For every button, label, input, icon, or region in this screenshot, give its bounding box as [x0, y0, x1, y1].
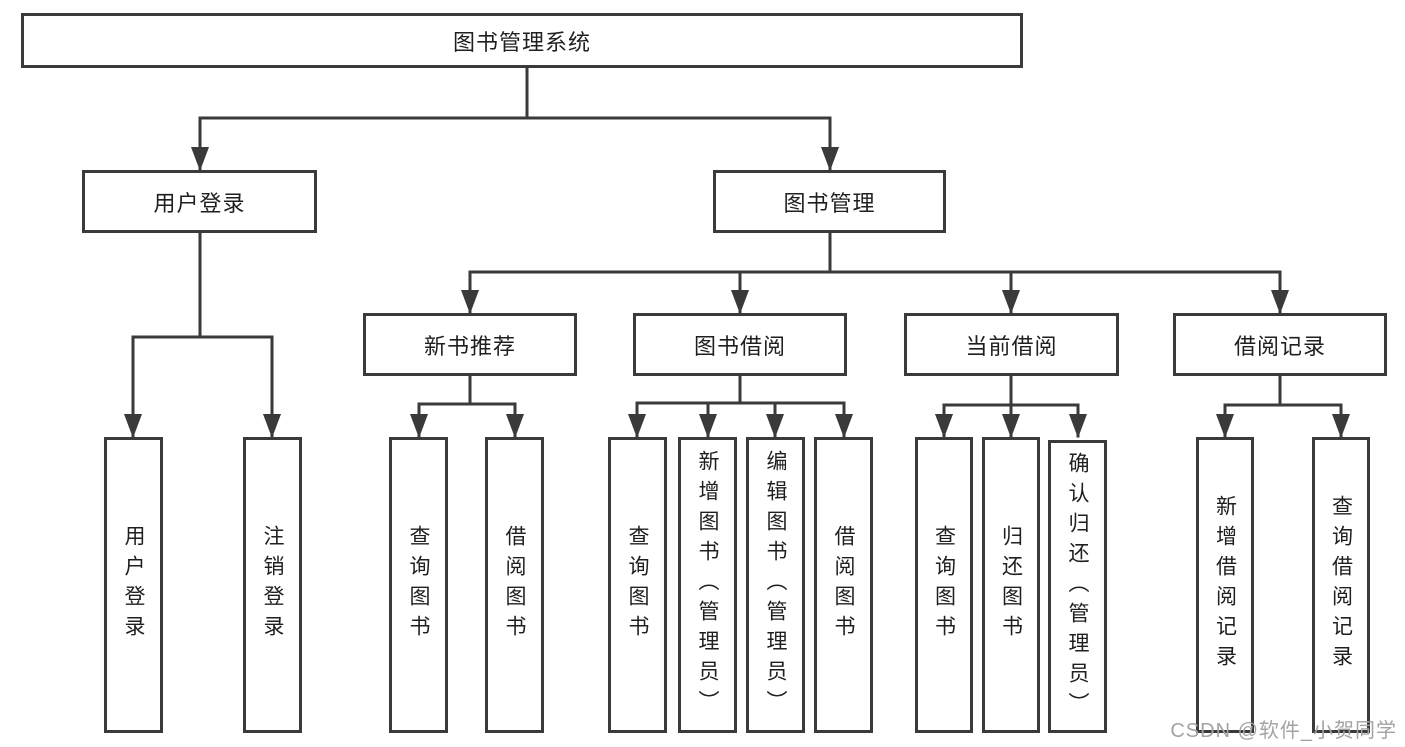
node-leaf-edit-books-admin: 编辑图书（管理员）: [746, 437, 805, 733]
node-leaf-borrow-books: 借阅图书: [814, 437, 873, 733]
node-leaf-add-borrow-record: 新增借阅记录: [1196, 437, 1254, 733]
node-library-management-system: 图书管理系统: [21, 13, 1023, 68]
node-user-login: 用户登录: [82, 170, 317, 233]
node-leaf-borrow-books-rec: 借阅图书: [485, 437, 544, 733]
node-leaf-add-books-admin: 新增图书（管理员）: [678, 437, 737, 733]
node-leaf-confirm-return-admin: 确认归还（管理员）: [1048, 440, 1107, 733]
node-leaf-logout: 注销登录: [243, 437, 302, 733]
node-leaf-return-books: 归还图书: [982, 437, 1040, 733]
node-leaf-query-books-rec: 查询图书: [389, 437, 448, 733]
node-borrowing-records: 借阅记录: [1173, 313, 1387, 376]
node-book-borrowing: 图书借阅: [633, 313, 847, 376]
node-new-book-recommendation: 新书推荐: [363, 313, 577, 376]
node-leaf-query-borrow-record: 查询借阅记录: [1312, 437, 1370, 733]
node-current-borrowing: 当前借阅: [904, 313, 1119, 376]
csdn-watermark: CSDN @软件_小贺同学: [1170, 720, 1397, 742]
node-book-management: 图书管理: [713, 170, 946, 233]
node-leaf-query-books-current: 查询图书: [915, 437, 973, 733]
node-leaf-query-books-borrow: 查询图书: [608, 437, 667, 733]
node-leaf-user-login: 用户登录: [104, 437, 163, 733]
